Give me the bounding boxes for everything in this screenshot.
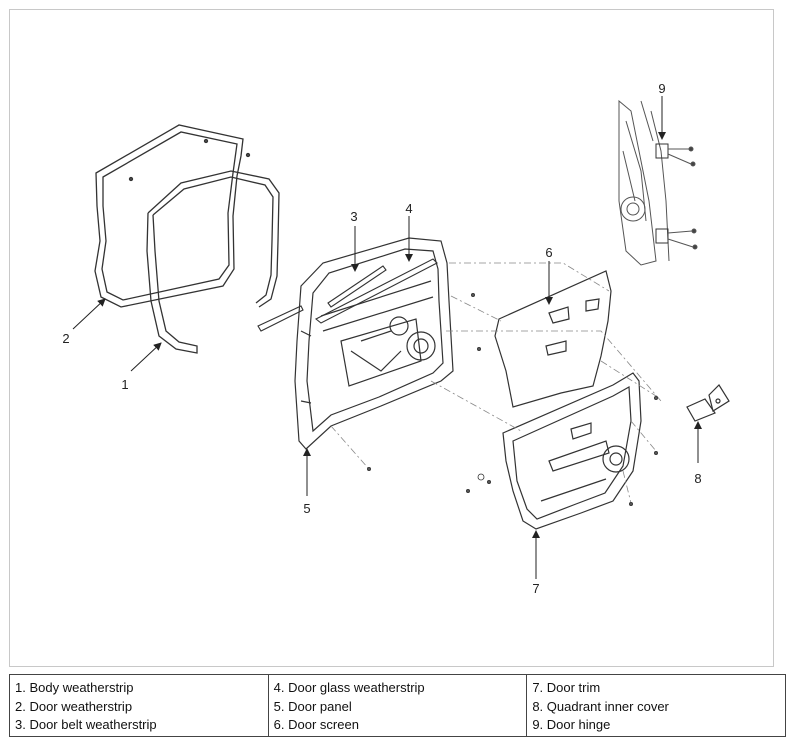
callout-7: 7	[532, 581, 539, 596]
door-screen-part	[494, 270, 612, 408]
body-weatherstrip-part	[146, 170, 280, 354]
callout-8: 8	[694, 471, 701, 486]
glass-weatherstrip-part	[314, 258, 438, 324]
callout-2: 2	[62, 331, 69, 346]
belt-strip-part	[257, 305, 304, 332]
callout-labels: 1 2 3 4 5 6 7 8 9	[62, 81, 701, 596]
callout-5: 5	[303, 501, 310, 516]
legend-item: 2. Door weatherstrip	[15, 698, 133, 714]
callout-1: 1	[121, 377, 128, 392]
callout-4: 4	[405, 201, 412, 216]
legend-item: 1. Body weatherstrip	[15, 680, 134, 695]
exploded-diagram: 1 2 3 4 5 6 7 8 9	[9, 9, 774, 667]
legend-item: 6. Door screen	[273, 717, 359, 732]
legend-item: 8. Quadrant inner cover	[532, 698, 669, 714]
legend-item: 4. Door glass weatherstrip	[273, 680, 425, 695]
door-trim-part	[502, 372, 642, 530]
door-hinge-part	[618, 99, 698, 266]
legend-item: 3. Door belt weatherstrip	[15, 717, 157, 732]
fasteners	[366, 292, 659, 506]
door-weatherstrip-part	[94, 124, 251, 308]
legend-column-3: 7. Door trim 8. Quadrant inner cover 9. …	[526, 674, 786, 737]
callout-6: 6	[545, 245, 552, 260]
callout-3: 3	[350, 209, 357, 224]
diagram-canvas: 1 2 3 4 5 6 7 8 9	[62, 81, 730, 596]
legend-item: 7. Door trim	[532, 680, 601, 695]
legend-column-1: 1. Body weatherstrip 2. Door weatherstri…	[9, 674, 269, 737]
quadrant-cover-part	[686, 384, 730, 422]
callout-9: 9	[658, 81, 665, 96]
alignment-lines	[330, 262, 662, 504]
door-panel-part	[294, 237, 454, 450]
parts-legend: 1. Body weatherstrip 2. Door weatherstri…	[9, 674, 786, 737]
legend-column-2: 4. Door glass weatherstrip 5. Door panel…	[267, 674, 528, 737]
leader-arrows	[72, 96, 702, 579]
legend-item: 5. Door panel	[273, 698, 352, 714]
legend-item: 9. Door hinge	[532, 717, 611, 732]
